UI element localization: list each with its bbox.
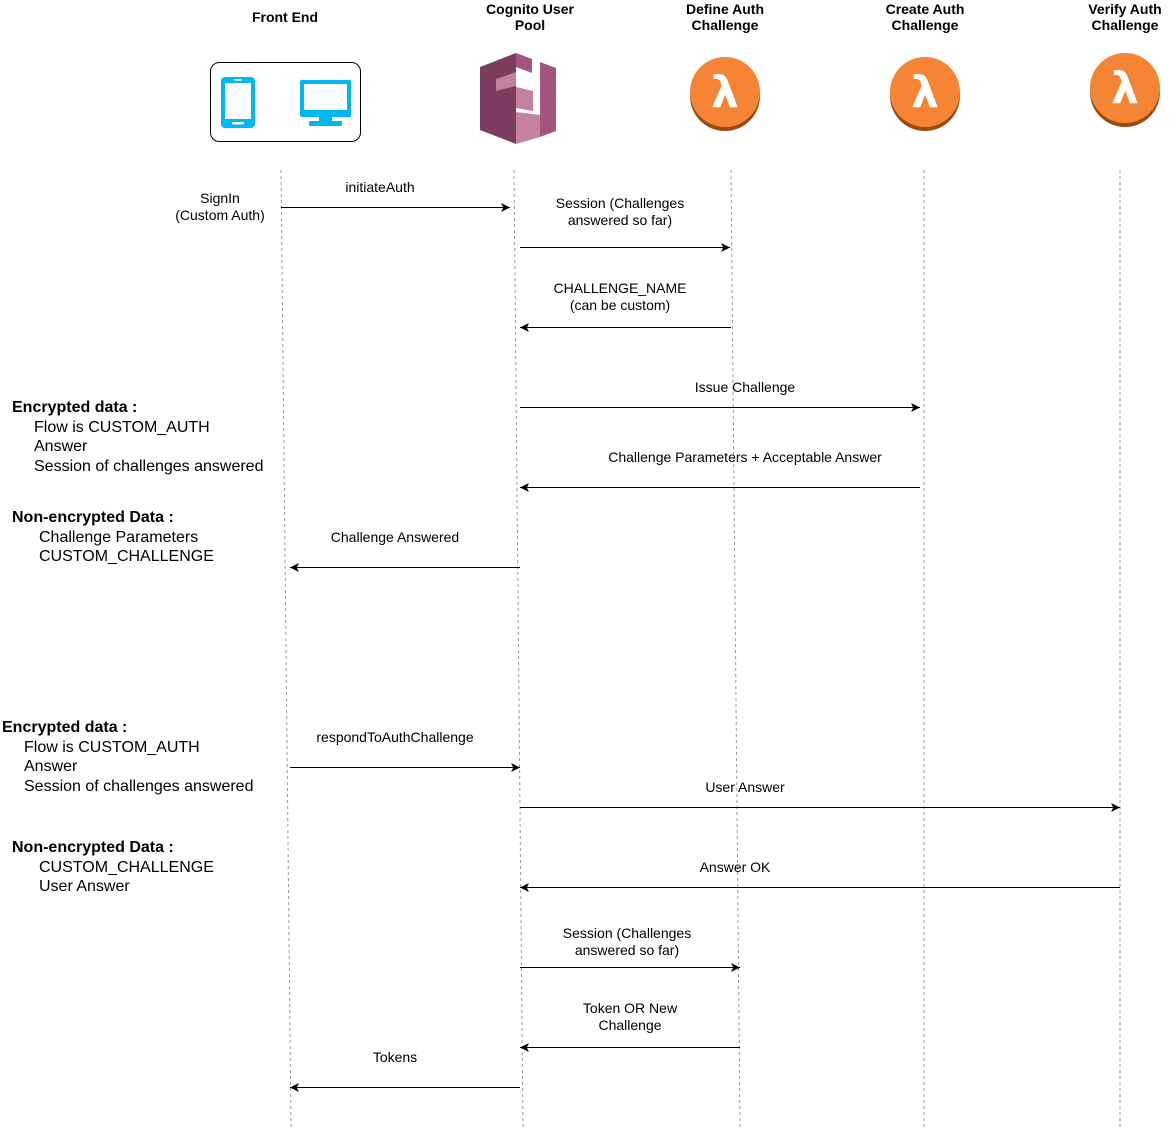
mobile-phone-icon <box>221 77 255 128</box>
aws-lambda-icon-create: λ <box>890 57 960 131</box>
lifeline-cognito <box>513 169 524 1129</box>
note-item: Flow is CUSTOM_AUTH <box>24 738 200 756</box>
note-item: CUSTOM_CHALLENGE <box>39 858 214 876</box>
note-title: Encrypted data : <box>2 719 128 736</box>
note-title: Non-encrypted Data : <box>12 839 174 856</box>
lifeline-define-auth <box>730 169 741 1129</box>
note-item: Answer <box>34 438 88 455</box>
svg-text:λ: λ <box>911 67 939 118</box>
note-encrypted-data-1: Encrypted data : Flow is CUSTOM_AUTH Ans… <box>12 398 263 476</box>
note-non-encrypted-data-2: Non-encrypted Data : CUSTOM_CHALLENGE Us… <box>12 838 214 897</box>
note-item: Flow is CUSTOM_AUTH <box>34 418 210 436</box>
note-title: Encrypted data : <box>12 399 138 416</box>
note-item: Answer <box>24 758 78 775</box>
svg-text:λ: λ <box>711 67 739 118</box>
note-item: Session of challenges answered <box>24 777 254 795</box>
label-challenge-name: CHALLENGE_NAME(can be custom) <box>553 280 687 313</box>
note-non-encrypted-data-1: Non-encrypted Data : Challenge Parameter… <box>12 508 214 567</box>
label-challenge-answered: Challenge Answered <box>330 529 460 545</box>
desktop-monitor-icon <box>300 80 351 126</box>
svg-text:λ: λ <box>1111 63 1139 114</box>
label-initiate-auth: initiateAuth <box>345 179 415 195</box>
front-end-actor <box>210 62 361 142</box>
note-item: Session of challenges answered <box>34 457 264 475</box>
note-item: User Answer <box>39 878 130 895</box>
label-user-answer: User Answer <box>705 779 785 795</box>
aws-lambda-icon-define: λ <box>690 57 760 131</box>
aws-lambda-icon-verify: λ <box>1090 53 1160 127</box>
note-item: CUSTOM_CHALLENGE <box>39 548 214 565</box>
note-item: Challenge Parameters <box>39 528 199 546</box>
label-answer-ok: Answer OK <box>699 859 771 875</box>
message-arrows <box>281 203 1120 1092</box>
lifeline-front-end <box>280 169 292 1129</box>
label-respond-to-auth: respondToAuthChallenge <box>316 729 474 745</box>
header-front-end: Front End <box>251 9 319 25</box>
note-title: Non-encrypted Data : <box>12 509 174 526</box>
note-encrypted-data-2: Encrypted data : Flow is CUSTOM_AUTH Ans… <box>2 718 253 796</box>
aws-cognito-icon <box>480 53 556 144</box>
label-challenge-params: Challenge Parameters + Acceptable Answer <box>608 449 882 465</box>
label-tokens: Tokens <box>372 1049 418 1065</box>
label-issue-challenge: Issue Challenge <box>694 379 796 395</box>
note-signin: SignIn(Custom Auth) <box>175 190 265 223</box>
